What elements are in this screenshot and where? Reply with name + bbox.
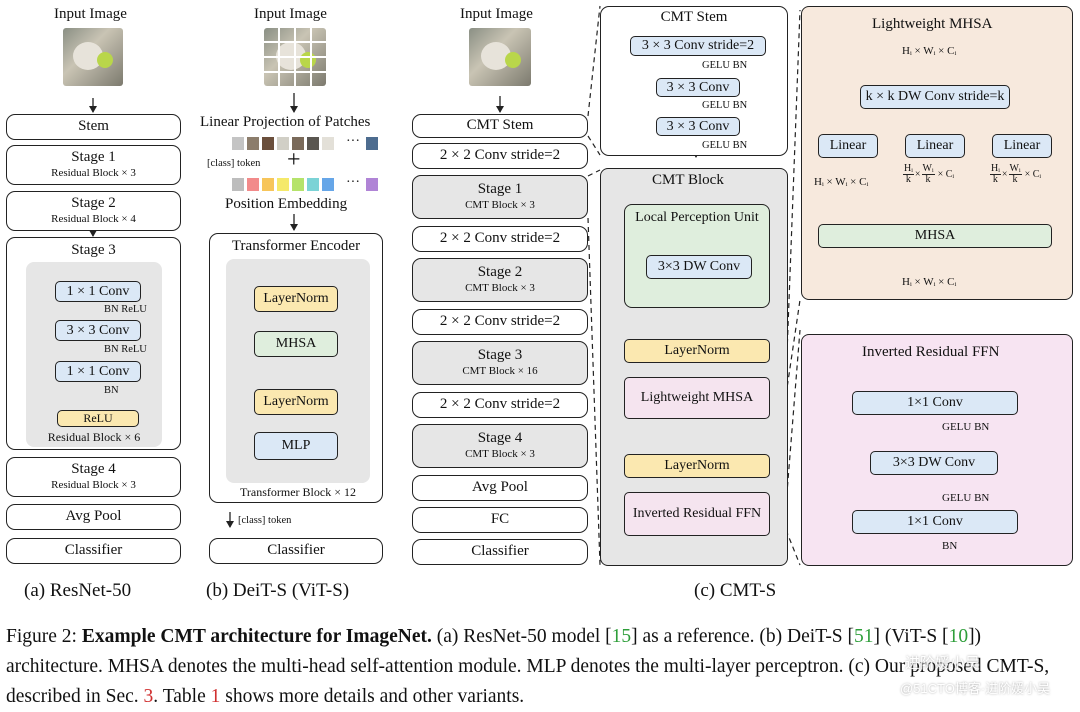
deit-plus: + xyxy=(287,147,301,173)
lmhsa-mhsa: MHSA xyxy=(818,224,1052,248)
cmt-fc: FC xyxy=(412,507,588,533)
resnet-stem: Stem xyxy=(6,114,181,140)
cmt-classifier: Classifier xyxy=(412,539,588,565)
deit-class-token-label: [class] token xyxy=(207,158,261,169)
cmt-stem-conv-2: 3 × 3 Conv xyxy=(656,78,740,97)
lmhsa-dwconv: k × k DW Conv stride=k xyxy=(860,85,1010,109)
cmt-block-title: CMT Block xyxy=(652,172,724,188)
irffn-bn: BN xyxy=(942,540,958,552)
lmhsa-linear-q: Linear xyxy=(818,134,878,158)
irffn-gelu-bn-1: GELU BN xyxy=(942,421,990,433)
cmt-downsample-2: 2 × 2 Conv stride=2 xyxy=(412,226,588,252)
position-embedding-token xyxy=(307,178,319,191)
cmt-block-irffn: Inverted Residual FFN xyxy=(624,492,770,536)
watermark-line1: 进阶媛小吴 xyxy=(905,655,981,672)
resnet-relu: ReLU xyxy=(57,410,139,427)
deit-position-embedding-label: Position Embedding xyxy=(225,196,348,212)
deit-block-repeat: Transformer Block × 12 xyxy=(240,485,356,499)
lmhsa-output-dims: Hᵢ × Wᵢ × Cᵢ xyxy=(902,276,957,288)
cmt-stem-gelu-bn-1: GELU BN xyxy=(702,60,748,71)
cmt-downsample-4: 2 × 2 Conv stride=2 xyxy=(412,392,588,418)
lmhsa-q-dims: Hᵢ × Wᵢ × Cᵢ xyxy=(814,176,869,188)
deit-patch-strip xyxy=(232,137,344,151)
lmhsa-linear-v: Linear xyxy=(992,134,1052,158)
cmt-stem-gelu-bn-2: GELU BN xyxy=(702,100,748,111)
input-image-cat xyxy=(63,28,123,86)
cmt-block-lightweight-mhsa: Lightweight MHSA xyxy=(624,377,770,419)
deit-layernorm-1: LayerNorm xyxy=(254,286,338,312)
position-embedding-token xyxy=(292,178,304,191)
lmhsa-title: Lightweight MHSA xyxy=(872,16,993,32)
deit-class-token-out: [class] token xyxy=(238,515,292,526)
resnet-classifier: Classifier xyxy=(6,538,181,564)
resnet-bn: BN xyxy=(104,385,119,396)
irffn-conv-2: 1×1 Conv xyxy=(852,510,1018,534)
deit-patch-dots: ··· xyxy=(346,134,360,149)
cmt-stem-conv-stride2: 3 × 3 Conv stride=2 xyxy=(630,36,766,56)
cmt-downsample-3: 2 × 2 Conv stride=2 xyxy=(412,309,588,335)
position-embedding-token xyxy=(247,178,259,191)
deit-last-embed xyxy=(366,178,378,191)
watermark-line2: @51CTO博客·进阶媛小吴 xyxy=(900,681,1051,696)
cmt-block-layernorm-2: LayerNorm xyxy=(624,454,770,478)
irffn-conv-1: 1×1 Conv xyxy=(852,391,1018,415)
cmt-input-label: Input Image xyxy=(460,6,533,22)
cmt-avgpool: Avg Pool xyxy=(412,475,588,501)
resnet-conv1x1-b: 1 × 1 Conv xyxy=(55,361,141,382)
irffn-title: Inverted Residual FFN xyxy=(862,344,1000,360)
resnet-stage3-repeat: Residual Block × 6 xyxy=(47,430,141,444)
lmhsa-linear-k: Linear xyxy=(905,134,965,158)
position-embedding-token xyxy=(262,178,274,191)
resnet-input-label: Input Image xyxy=(54,6,127,22)
deit-input-label: Input Image xyxy=(254,6,327,22)
cmt-lpu-label: Local Perception Unit xyxy=(635,210,759,225)
cmt-stem-conv-3: 3 × 3 Conv xyxy=(656,117,740,136)
resnet-conv3x3: 3 × 3 Conv xyxy=(55,320,141,341)
caption-deit: (b) DeiT-S (ViT-S) xyxy=(206,580,350,601)
resnet-bn-relu-2: BN ReLU xyxy=(104,344,147,355)
cmt-lpu-dwconv: 3×3 DW Conv xyxy=(646,255,752,279)
deit-position-embedding-strip xyxy=(232,178,344,192)
cmt-block-layernorm-1: LayerNorm xyxy=(624,339,770,363)
deit-last-patch xyxy=(366,137,378,150)
deit-classifier: Classifier xyxy=(209,538,383,564)
resnet-avgpool: Avg Pool xyxy=(6,504,181,530)
deit-mlp: MLP xyxy=(254,432,338,460)
input-image-patched xyxy=(264,28,326,86)
cmt-downsample-1: 2 × 2 Conv stride=2 xyxy=(412,143,588,169)
deit-mhsa: MHSA xyxy=(254,331,338,357)
deit-layernorm-2: LayerNorm xyxy=(254,389,338,415)
cmt-input-image xyxy=(469,28,531,86)
lmhsa-input-dims: Hᵢ × Wᵢ × Cᵢ xyxy=(902,45,957,57)
deit-embed-dots: ··· xyxy=(346,175,360,190)
resnet-conv1x1-a: 1 × 1 Conv xyxy=(55,281,141,302)
position-embedding-token xyxy=(277,178,289,191)
cmt-stem: CMT Stem xyxy=(412,114,588,138)
caption-cmt: (c) CMT-S xyxy=(694,580,777,601)
cmt-stem-gelu-bn-3: GELU BN xyxy=(702,140,748,151)
irffn-dwconv: 3×3 DW Conv xyxy=(870,451,998,475)
position-embedding-token xyxy=(232,178,244,191)
position-embedding-token xyxy=(322,178,334,191)
irffn-gelu-bn-2: GELU BN xyxy=(942,492,990,504)
resnet-bn-relu-1: BN ReLU xyxy=(104,304,147,315)
caption-resnet: (a) ResNet-50 xyxy=(24,580,132,601)
figure-caption: Figure 2: Example CMT architecture for I… xyxy=(6,626,1050,707)
deit-linear-projection: Linear Projection of Patches xyxy=(200,114,371,130)
